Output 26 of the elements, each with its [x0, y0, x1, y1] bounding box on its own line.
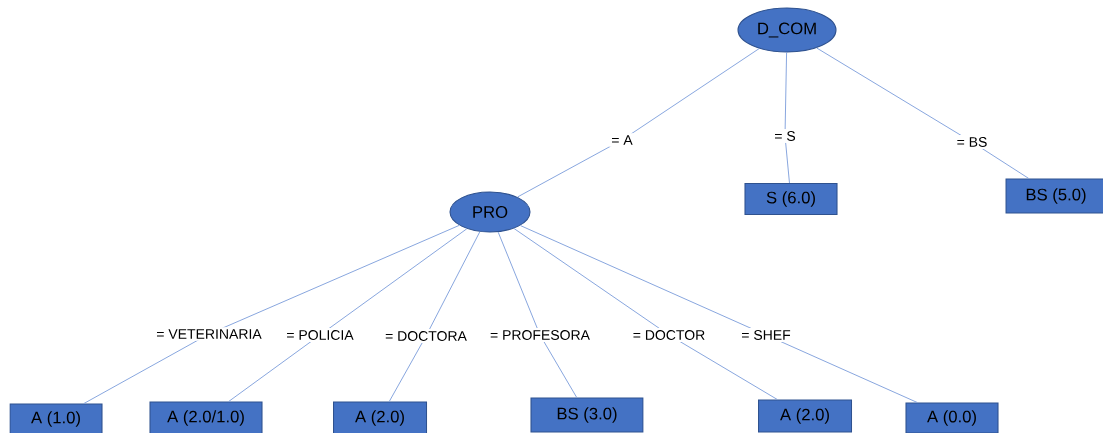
edge-label: = BS [954, 135, 990, 149]
leaf-box: BS (5.0) [1005, 178, 1103, 214]
leaf-box: BS (3.0) [530, 397, 644, 433]
edge-label: = PROFESORA [488, 328, 592, 342]
leaf-box: S (6.0) [744, 182, 838, 216]
connector-line [497, 231, 578, 398]
edge-label: = SHEF [739, 328, 793, 342]
edge-label: = S [772, 129, 798, 143]
leaf-box: A (2.0) [332, 401, 428, 433]
edge-label: = POLICIA [284, 328, 356, 342]
leaf-box: A (2.0) [757, 399, 853, 433]
connector-line [513, 228, 778, 400]
connector-line [517, 48, 760, 198]
connector-line [228, 228, 468, 402]
edge-label: = A [609, 133, 635, 147]
connector-line [784, 52, 790, 184]
leaf-box: A (2.0/1.0) [149, 401, 263, 433]
edge-label: = VETERINARIA [154, 327, 264, 341]
connector-line [83, 224, 460, 404]
connector-line [816, 47, 1030, 179]
edge-label: = DOCTORA [383, 329, 469, 343]
leaf-box: A (1.0) [9, 403, 103, 433]
leaf-box: A (0.0) [905, 402, 999, 433]
edge-label: = DOCTOR [630, 328, 708, 342]
connector-line [519, 225, 918, 403]
connector-line [388, 231, 481, 402]
